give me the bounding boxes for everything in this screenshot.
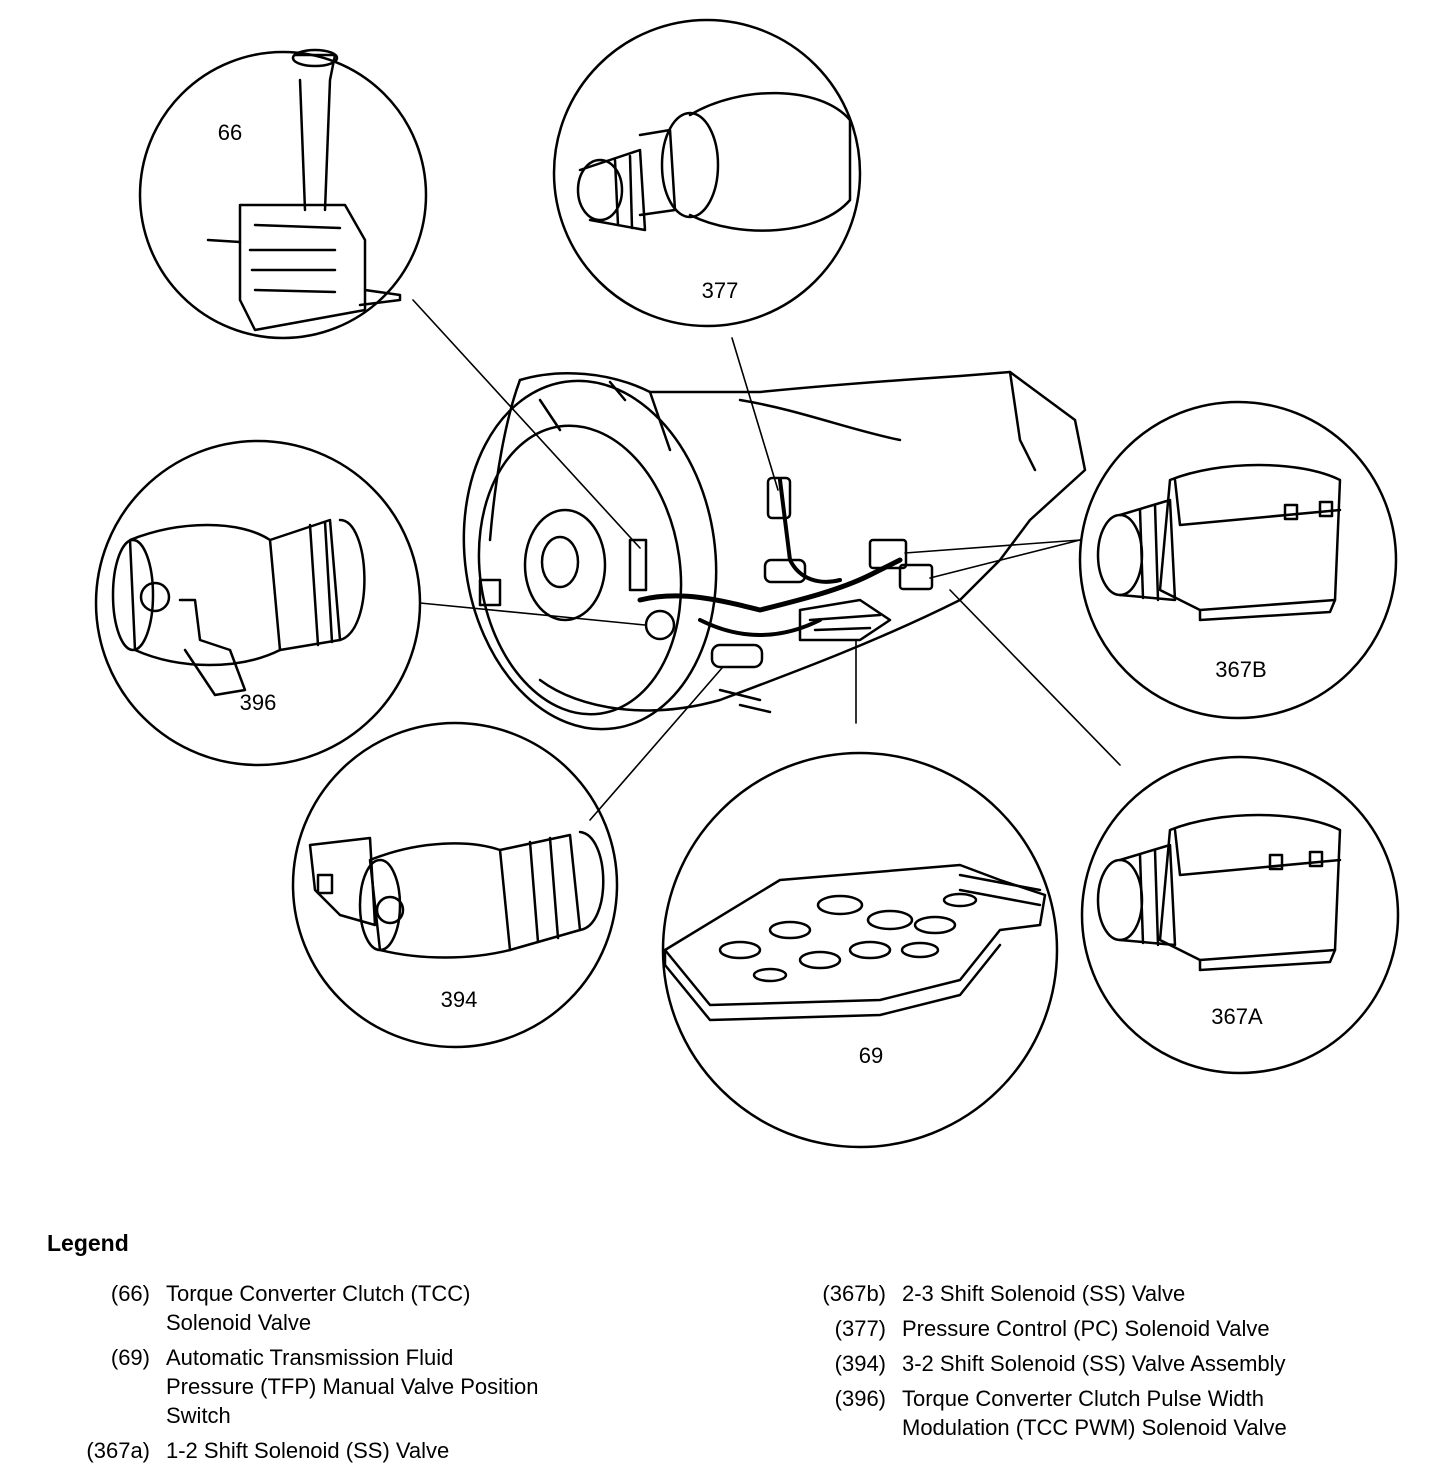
legend-description: Torque Converter Clutch Pulse Width Modu… bbox=[902, 1386, 1287, 1440]
detail-367b-23-shift-solenoid bbox=[1078, 400, 1398, 720]
detail-66-tcc-solenoid bbox=[138, 48, 428, 340]
legend-code: (367a) bbox=[86, 1438, 150, 1463]
legend-description: Pressure Control (PC) Solenoid Valve bbox=[902, 1316, 1270, 1341]
leader-lines bbox=[412, 299, 1121, 821]
legend-item: (367a) 1-2 Shift Solenoid (SS) Valve bbox=[0, 1436, 720, 1465]
legend-code: (69) bbox=[110, 1345, 150, 1370]
callout-367b: 367B bbox=[1215, 657, 1266, 682]
callout-394: 394 bbox=[441, 987, 478, 1012]
legend-description: Automatic Transmission Fluid Pressure (T… bbox=[166, 1345, 539, 1428]
legend-description: Torque Converter Clutch (TCC) Solenoid V… bbox=[166, 1281, 471, 1335]
legend-item: (394) 3-2 Shift Solenoid (SS) Valve Asse… bbox=[770, 1349, 1440, 1378]
legend-description: 1-2 Shift Solenoid (SS) Valve bbox=[166, 1438, 450, 1463]
legend-code: (377) bbox=[834, 1316, 886, 1341]
detail-69-tfp-switch bbox=[661, 751, 1059, 1149]
transmission-solenoid-diagram: 66 377 396 367B 394 69 367A bbox=[94, 18, 1400, 1149]
legend-code: (66) bbox=[110, 1281, 150, 1306]
legend-item: (367b) 2-3 Shift Solenoid (SS) Valve bbox=[770, 1279, 1440, 1308]
legend-left-column: (66) Torque Converter Clutch (TCC) Solen… bbox=[0, 1279, 720, 1471]
legend-code: (396) bbox=[834, 1386, 886, 1411]
legend: Legend (66) Torque Converter Clutch (TCC… bbox=[0, 1225, 1440, 1480]
detail-367a-12-shift-solenoid bbox=[1080, 755, 1400, 1075]
legend-description: 3-2 Shift Solenoid (SS) Valve Assembly bbox=[902, 1351, 1286, 1376]
legend-title: Legend bbox=[47, 1230, 129, 1256]
detail-396-tcc-pwm-solenoid bbox=[94, 439, 422, 767]
callout-66: 66 bbox=[218, 120, 242, 145]
transmission-assembly bbox=[462, 370, 1087, 731]
detail-394-32-shift-solenoid bbox=[291, 721, 619, 1049]
callout-396: 396 bbox=[240, 690, 277, 715]
legend-code: (367b) bbox=[822, 1281, 886, 1306]
detail-377-pc-solenoid bbox=[552, 18, 862, 328]
callout-377: 377 bbox=[702, 278, 739, 303]
callout-69: 69 bbox=[859, 1043, 883, 1068]
legend-code: (394) bbox=[834, 1351, 886, 1376]
legend-right-column: (367b) 2-3 Shift Solenoid (SS) Valve (37… bbox=[770, 1279, 1440, 1448]
legend-item: (396) Torque Converter Clutch Pulse Widt… bbox=[770, 1384, 1440, 1442]
legend-item: (69) Automatic Transmission Fluid Pressu… bbox=[0, 1343, 720, 1430]
legend-item: (377) Pressure Control (PC) Solenoid Val… bbox=[770, 1314, 1440, 1343]
callout-367a: 367A bbox=[1211, 1004, 1263, 1029]
legend-description: 2-3 Shift Solenoid (SS) Valve bbox=[902, 1281, 1186, 1306]
legend-item: (66) Torque Converter Clutch (TCC) Solen… bbox=[0, 1279, 720, 1337]
